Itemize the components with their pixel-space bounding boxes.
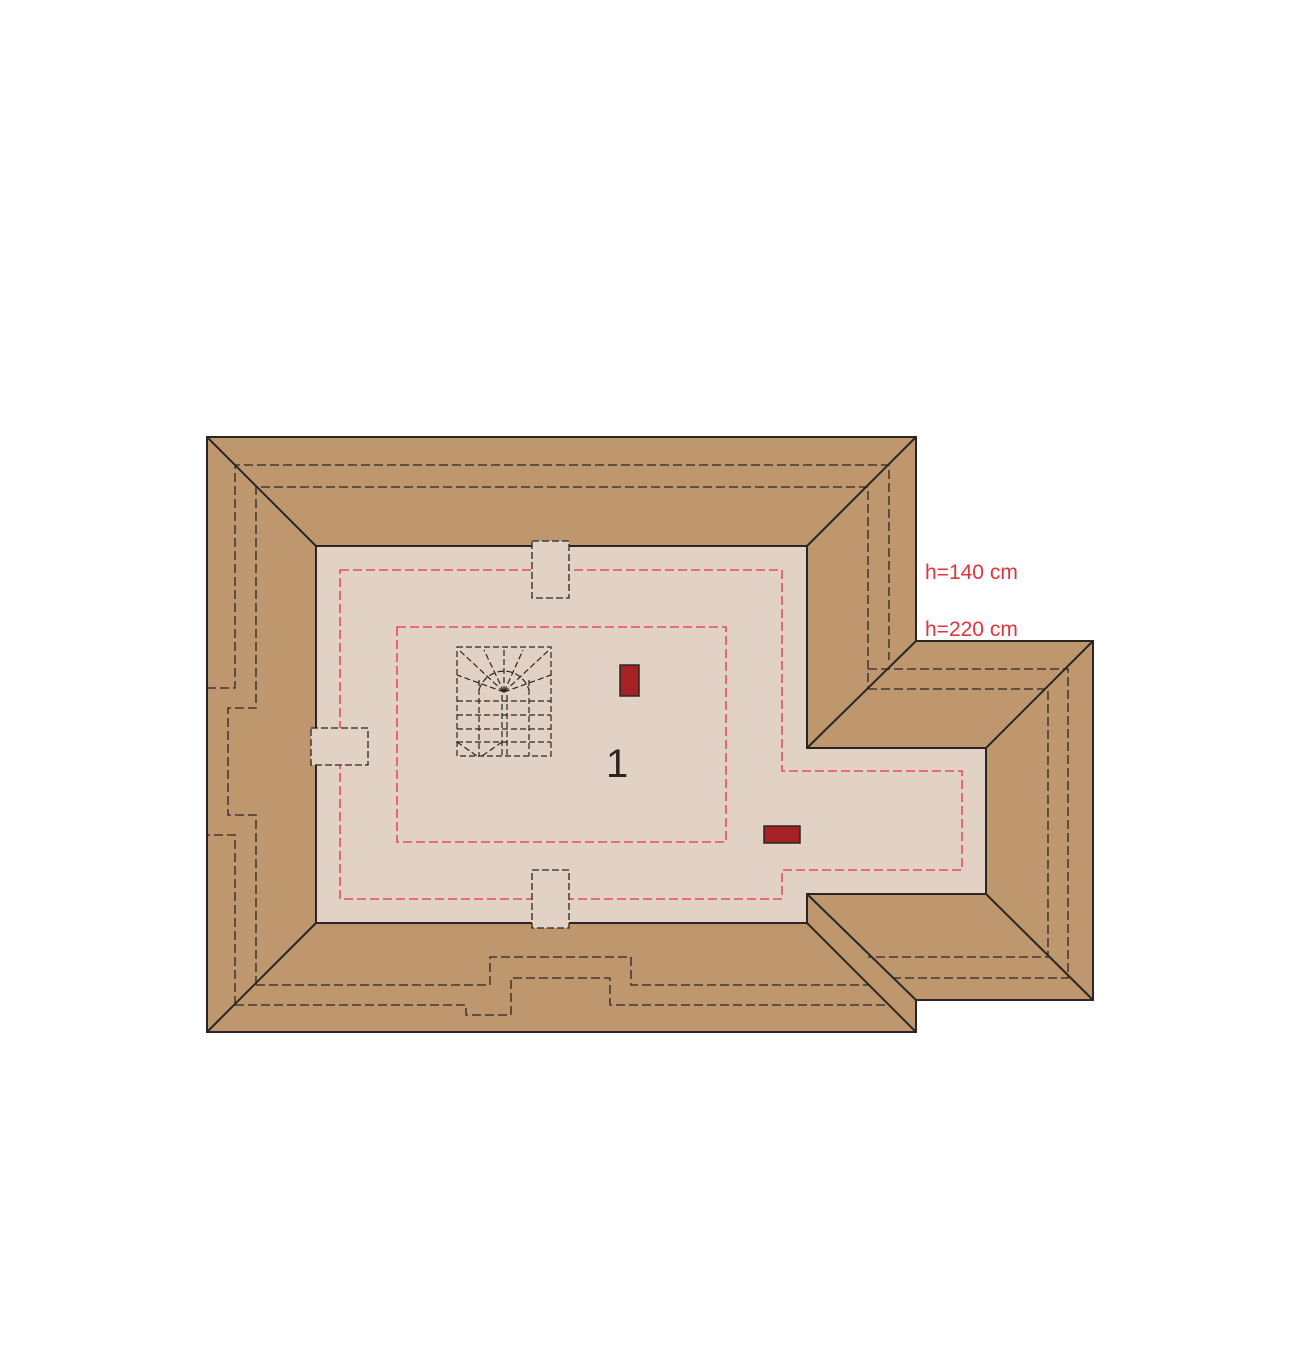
- height-line-140cm: [339, 569, 963, 900]
- roof-window-bottom: [531, 869, 570, 929]
- height-line-220cm: [396, 626, 727, 843]
- roof-hip-lines: [206, 436, 1094, 1033]
- height-label-220: h=220 cm: [925, 618, 1018, 641]
- chimney-2: [763, 825, 801, 844]
- roof-window-left: [310, 727, 369, 766]
- roof-window-top: [531, 540, 570, 599]
- eave-dashed-lines: [207, 464, 1069, 1016]
- roof-windows: [310, 540, 570, 929]
- chimney-1: [619, 664, 640, 697]
- staircase-icon: [456, 646, 552, 757]
- height-label-140: h=140 cm: [925, 561, 1018, 584]
- room-number: 1: [606, 742, 628, 786]
